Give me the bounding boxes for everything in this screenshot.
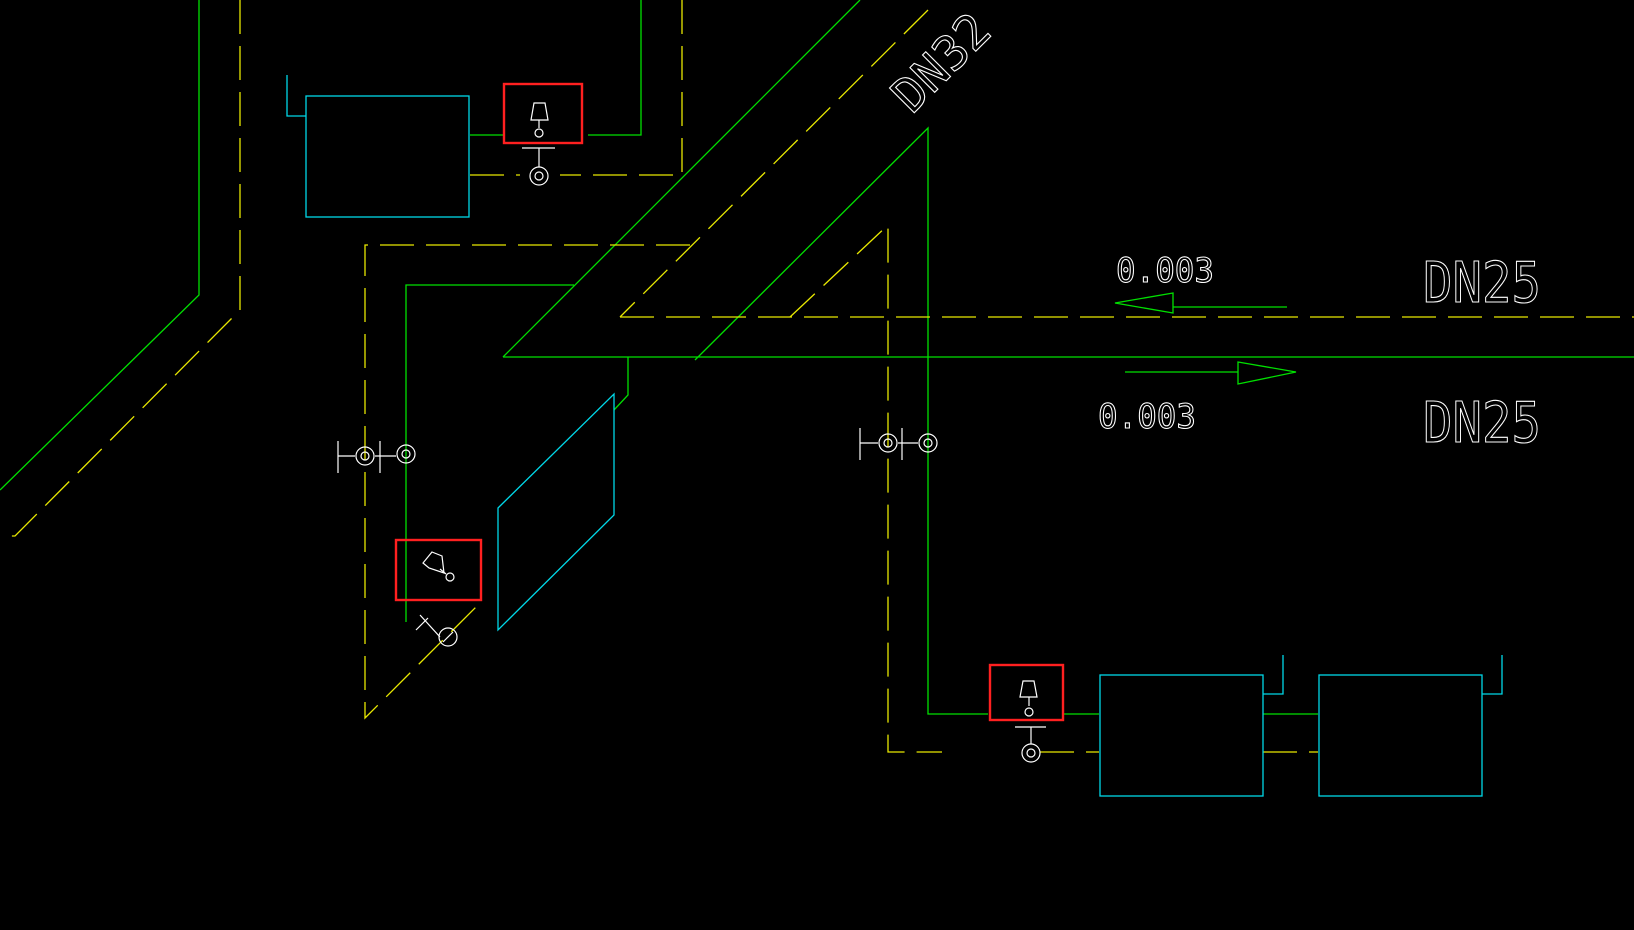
- riser-valves-left[interactable]: [337, 441, 416, 473]
- lockshield-valve-top[interactable]: [522, 147, 555, 186]
- slope-label-return: 0.003: [1098, 397, 1196, 437]
- highlight-box-top[interactable]: [502, 82, 584, 145]
- thermostatic-valve-bottom[interactable]: [1019, 680, 1038, 717]
- left-radiator-stub: [613, 357, 629, 411]
- left-branch-return: [364, 244, 690, 720]
- labels: DN32 DN25 DN25 0.003 0.003: [880, 2, 1541, 457]
- radiator-bottom-1-vent: [1263, 655, 1284, 695]
- pipe-size-label-dn25-supply: DN25: [1423, 251, 1541, 316]
- radiator-top-left[interactable]: [305, 95, 470, 218]
- highlight-box-left[interactable]: [394, 538, 483, 602]
- thermostatic-valves: [422, 102, 1038, 717]
- top-return-drop: [560, 0, 683, 176]
- radiator-bottom-2-vent: [1482, 655, 1503, 695]
- left-branch-supply: [405, 284, 574, 622]
- inner-diagonal-supply: [694, 126, 988, 715]
- thermostatic-valve-left[interactable]: [422, 551, 455, 582]
- fittings: [337, 147, 1046, 763]
- left-diagonal-supply: [0, 0, 200, 491]
- pipe-size-label-dn32: DN32: [881, 2, 1002, 123]
- slope-label-supply: 0.003: [1116, 251, 1214, 291]
- radiator-bottom-2[interactable]: [1318, 674, 1483, 797]
- radiator-top-left-vent: [286, 75, 306, 117]
- highlight-box-bottom[interactable]: [988, 663, 1065, 722]
- radiator-bottom-1[interactable]: [1099, 674, 1264, 797]
- flow-arrow-return: [1237, 361, 1297, 385]
- inner-return-riser: [789, 223, 942, 753]
- radiators: [286, 75, 1503, 797]
- left-diagonal-return: [0, 0, 241, 537]
- riser-valves-middle[interactable]: [859, 428, 938, 460]
- main-diagonal-return: [619, 9, 929, 318]
- main-diagonal-outer: [502, 0, 861, 358]
- radiator-left-diagonal[interactable]: [497, 392, 615, 632]
- lockshield-valve-left[interactable]: [415, 614, 458, 647]
- thermostatic-valve-top[interactable]: [530, 102, 549, 138]
- highlight-boxes: [394, 82, 1065, 722]
- lockshield-valve-bottom[interactable]: [1015, 726, 1046, 763]
- pipe-size-label-dn25-return: DN25: [1423, 391, 1541, 456]
- return-pipes: [0, 0, 1634, 753]
- top-supply-drop: [588, 0, 642, 136]
- supply-pipes: [0, 0, 1634, 715]
- flow-arrow-supply: [1114, 292, 1174, 314]
